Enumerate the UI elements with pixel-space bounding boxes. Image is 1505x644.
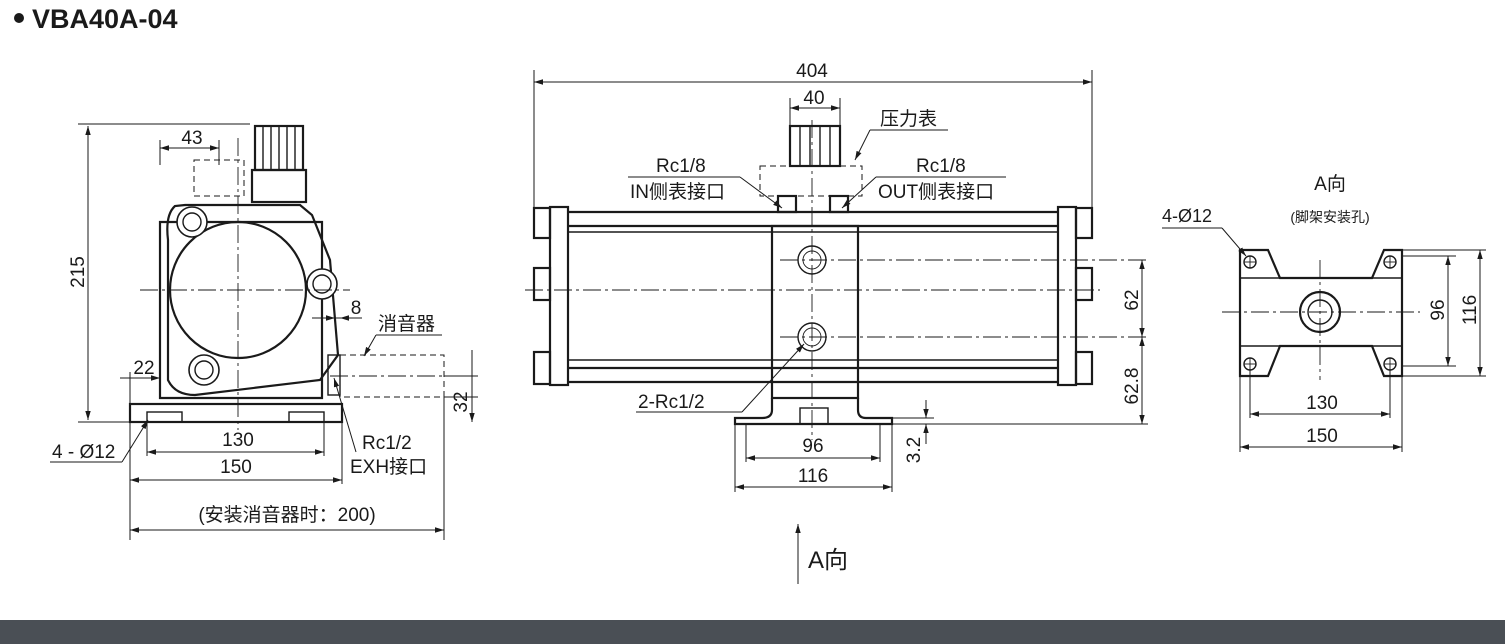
a-view-dim-150: 150: [1306, 426, 1338, 447]
side-end-plate-left: [548, 205, 570, 387]
model-name: VBA40A-04: [32, 4, 178, 34]
front-label-exh-port: Rc1/2: [362, 433, 412, 454]
side-label-out-name: OUT侧表接口: [878, 181, 994, 203]
front-dim-22: 22: [133, 358, 154, 379]
a-view: A向 (脚架安装孔) 4-Ø12 96 116 130 150: [1162, 173, 1486, 452]
side-dim-116: 116: [798, 466, 828, 487]
side-label-in-port: Rc1/8: [656, 156, 706, 177]
side-end-plate-right: [1056, 205, 1078, 387]
a-view-subtitle: (脚架安装孔): [1290, 209, 1369, 225]
bottom-bar: [0, 620, 1505, 644]
side-dim-404: 404: [796, 61, 828, 82]
front-view: 215 43 8 22 32 130 150 (安装消音器时：200) 4 - …: [50, 123, 478, 540]
a-view-title: A向: [1314, 173, 1346, 195]
side-gauge: [788, 124, 842, 168]
side-label-out-port: Rc1/8: [916, 156, 966, 177]
front-dim-215: 215: [68, 256, 89, 288]
front-dim-8: 8: [351, 298, 362, 319]
side-label-rc12: 2-Rc1/2: [638, 392, 705, 413]
side-gauge-dashed: [759, 165, 863, 197]
front-bolt-bl: [188, 354, 220, 386]
front-body-outline: [158, 220, 324, 400]
front-dashed-fitting: [193, 159, 245, 197]
front-base-plate: [128, 402, 344, 424]
front-dim-150: 150: [220, 457, 252, 478]
front-label-silencer: 消音器: [378, 313, 435, 335]
front-cover: [166, 203, 340, 397]
front-bolt-r: [306, 268, 338, 300]
side-view: 404 40 压力表 Rc1/8 IN侧表接口 Rc1/8 OUT侧表接口 62…: [525, 61, 1148, 584]
a-view-foot: [1238, 248, 1404, 378]
side-arrow-label: A向: [808, 547, 848, 574]
front-label-holes: 4 - Ø12: [52, 442, 115, 463]
front-label-exh-name: EXH接口: [350, 456, 427, 478]
side-dim-62: 62: [1122, 289, 1143, 310]
side-dim-40: 40: [803, 88, 824, 109]
side-center-block: [770, 224, 860, 400]
side-label-gauge: 压力表: [880, 108, 937, 130]
side-label-in-name: IN侧表接口: [630, 181, 725, 203]
side-dim-3-2: 3.2: [904, 437, 925, 463]
front-bolt-tl: [176, 206, 208, 238]
side-dim-96: 96: [802, 436, 823, 457]
a-view-label-holes: 4-Ø12: [1162, 206, 1212, 226]
front-gauge-base: [250, 168, 308, 204]
front-dim-32: 32: [451, 391, 472, 412]
bullet-icon: [14, 12, 24, 23]
front-note-200: (安装消音器时：200): [198, 504, 375, 526]
a-view-dim-96: 96: [1428, 299, 1449, 320]
a-view-dim-130: 130: [1306, 393, 1338, 414]
front-dim-43: 43: [181, 128, 202, 149]
page-title: VBA40A-04: [14, 4, 178, 35]
side-dim-62-8: 62.8: [1122, 368, 1143, 405]
a-view-dim-116: 116: [1460, 295, 1481, 325]
front-dim-130: 130: [222, 430, 254, 451]
